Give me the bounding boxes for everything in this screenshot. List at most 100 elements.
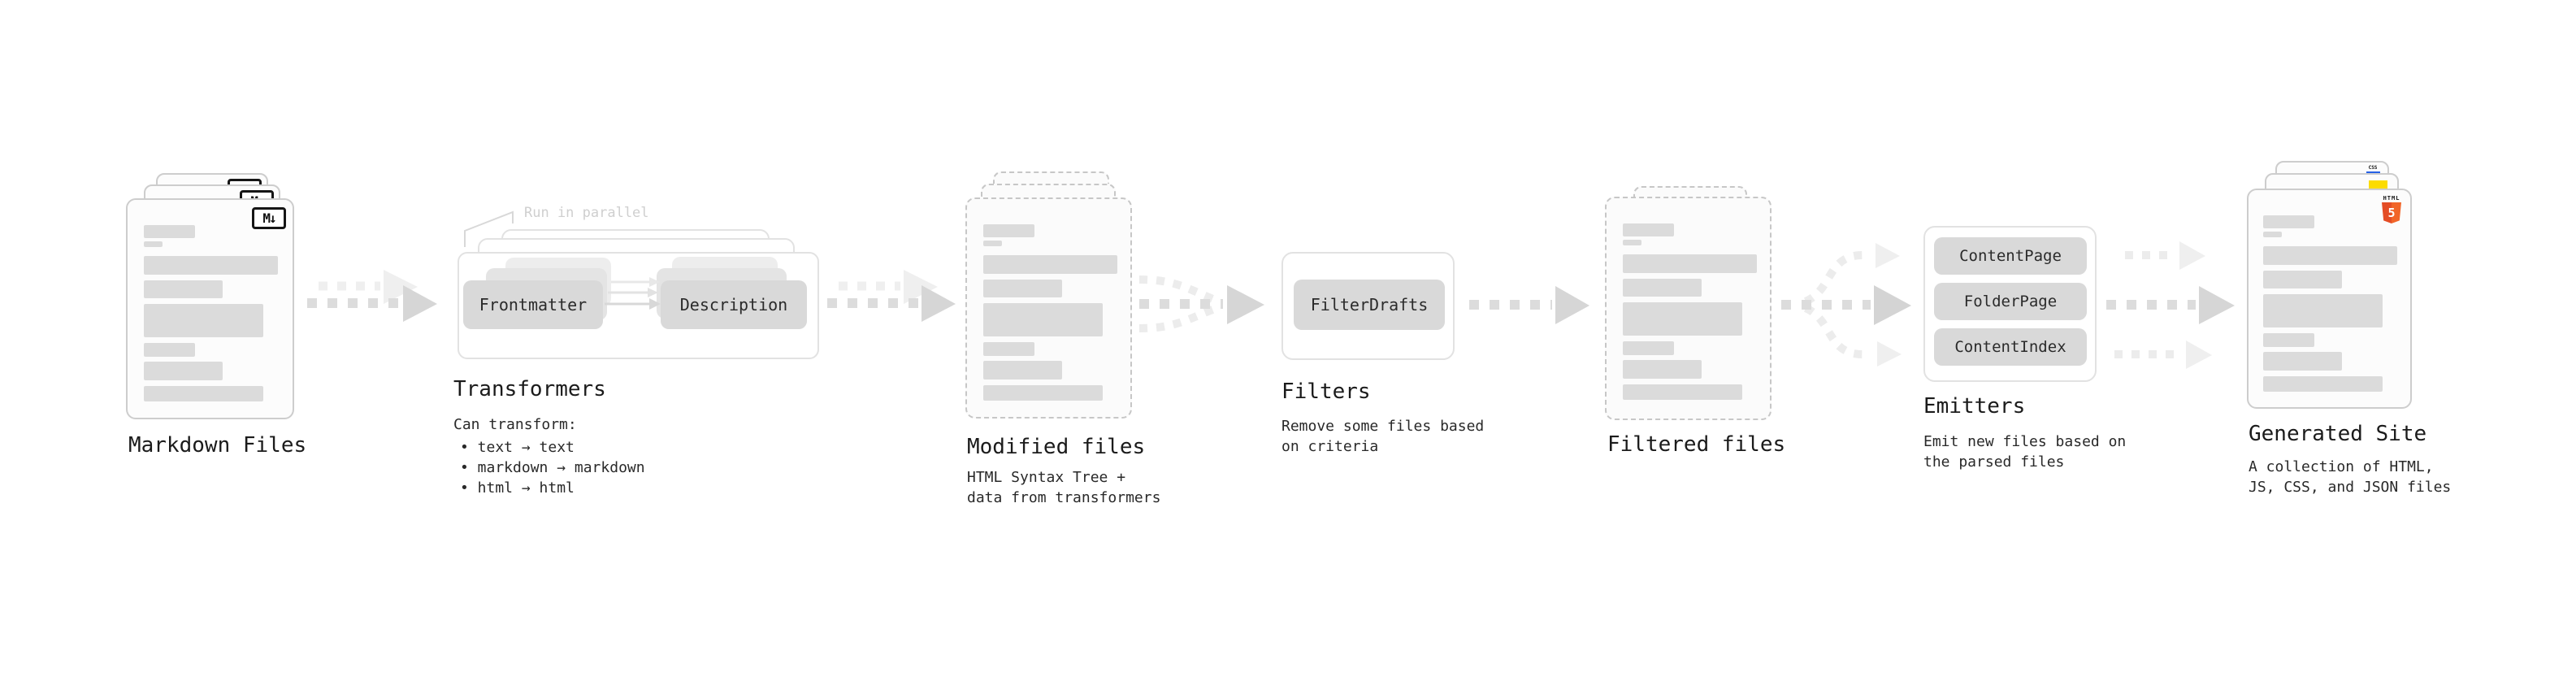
text-placeholder-bar [2263, 215, 2314, 228]
text-placeholder-bar [983, 241, 1002, 246]
arrow-markdown-to-transformers [307, 270, 437, 322]
text-placeholder-bar [2263, 376, 2383, 392]
text-placeholder-bar [1623, 279, 1702, 297]
generated-file-card-css: CSS [2275, 161, 2389, 218]
text-placeholder-bar [144, 256, 278, 275]
text-placeholder-bar [1623, 360, 1702, 379]
text-placeholder-bar [2263, 333, 2314, 347]
css-icon: CSS [2366, 166, 2380, 174]
frontmatter-chip-ghost [505, 258, 611, 306]
html5-icon: HTML 5 [2381, 195, 2402, 223]
text-placeholder-bar [144, 362, 223, 380]
stage-label-transformers: Transformers [453, 377, 606, 401]
text-placeholder-bar [1623, 240, 1641, 245]
text-placeholder-bar [1623, 223, 1674, 236]
stage-label-filters: Filters [1281, 380, 1371, 404]
transformer-frame-back [501, 229, 770, 333]
arrow-filters-to-filtered [1469, 286, 1589, 324]
markdown-icon: M↓ [228, 179, 262, 201]
text-placeholder-bar [1623, 254, 1757, 273]
javascript-icon [2369, 180, 2387, 189]
frontmatter-chip: Frontmatter [463, 280, 603, 329]
modified-file-card-back [993, 171, 1109, 220]
arrow-transformers-to-modified [827, 270, 956, 322]
stage-label-filtered-files: Filtered files [1607, 432, 1786, 457]
text-placeholder-bar [983, 224, 1034, 237]
text-placeholder-bar [144, 280, 223, 298]
transformers-bullet: • html → html [460, 479, 575, 497]
emitters-desc-line: Emit new files based on [1923, 433, 2127, 450]
transformer-frame-front [458, 252, 819, 359]
emitters-desc-line: the parsed files [1923, 453, 2065, 471]
stage-label-generated-site: Generated Site [2249, 422, 2427, 446]
stage-label-emitters: Emitters [1923, 394, 2026, 419]
filtered-file-card-back [1633, 186, 1747, 235]
text-placeholder-bar [983, 361, 1062, 380]
transformers-bullet: • markdown → markdown [460, 459, 645, 476]
filtered-file-card [1605, 197, 1772, 420]
text-placeholder-bar [144, 241, 163, 247]
text-placeholder-bar [2263, 246, 2397, 265]
description-chip: Description [661, 280, 807, 329]
text-placeholder-bar [983, 303, 1103, 336]
frontmatter-chip-ghost [486, 268, 607, 320]
filters-desc-line: Remove some files based [1281, 418, 1485, 435]
arrow-emitters-to-generated [2106, 241, 2235, 369]
text-placeholder-bar [2263, 352, 2342, 371]
text-placeholder-bar [983, 280, 1062, 297]
arrow-filtered-to-emitters-split [1781, 243, 1911, 367]
text-placeholder-bar [1623, 302, 1742, 336]
filterdrafts-chip: FilterDrafts [1294, 280, 1445, 330]
transformers-bullet: • text → text [460, 439, 575, 456]
contentindex-chip: ContentIndex [1934, 328, 2087, 366]
text-placeholder-bar [983, 342, 1034, 356]
note-bracket-line [464, 210, 514, 247]
text-placeholder-bar [983, 385, 1103, 401]
emitters-frame [1923, 226, 2097, 382]
arrow-modified-to-filters-merge [1138, 275, 1264, 332]
text-placeholder-bar [144, 304, 263, 337]
description-chip-ghost [657, 268, 787, 319]
modified-file-card [965, 197, 1132, 419]
modified-desc-line: data from transformers [967, 489, 1161, 506]
text-placeholder-bar [2263, 294, 2383, 327]
filters-frame [1281, 252, 1455, 360]
folderpage-chip: FolderPage [1934, 283, 2087, 320]
modified-desc-line: HTML Syntax Tree + [967, 469, 1126, 486]
text-placeholder-bar [1623, 341, 1674, 355]
generated-file-card-html: HTML 5 [2247, 189, 2412, 409]
filters-desc-line: on criteria [1281, 438, 1379, 455]
markdown-icon: M↓ [240, 190, 274, 212]
markdown-file-card-back: M↓ [156, 173, 268, 246]
text-placeholder-bar [144, 386, 263, 401]
text-placeholder-bar [144, 225, 195, 238]
run-in-parallel-note: Run in parallel [524, 205, 649, 221]
text-placeholder-bar [983, 255, 1117, 274]
generated-desc-line: JS, CSS, and JSON files [2249, 479, 2452, 496]
transformer-frame-middle [478, 238, 795, 347]
text-placeholder-bar [2263, 271, 2342, 288]
text-placeholder-bar [1623, 384, 1742, 400]
markdown-file-card-middle: M↓ [144, 184, 280, 258]
modified-file-card-middle [981, 184, 1116, 232]
stage-label-modified-files: Modified files [967, 435, 1146, 459]
text-placeholder-bar [144, 343, 195, 357]
transformers-desc-title: Can transform: [453, 416, 577, 433]
stage-label-markdown-files: Markdown Files [128, 433, 307, 458]
generated-desc-line: A collection of HTML, [2249, 458, 2434, 475]
generated-file-card-js [2265, 173, 2399, 230]
markdown-icon: M↓ [252, 207, 286, 229]
markdown-file-card: M↓ [126, 198, 294, 419]
description-chip-ghost [672, 257, 778, 306]
contentpage-chip: ContentPage [1934, 237, 2087, 275]
